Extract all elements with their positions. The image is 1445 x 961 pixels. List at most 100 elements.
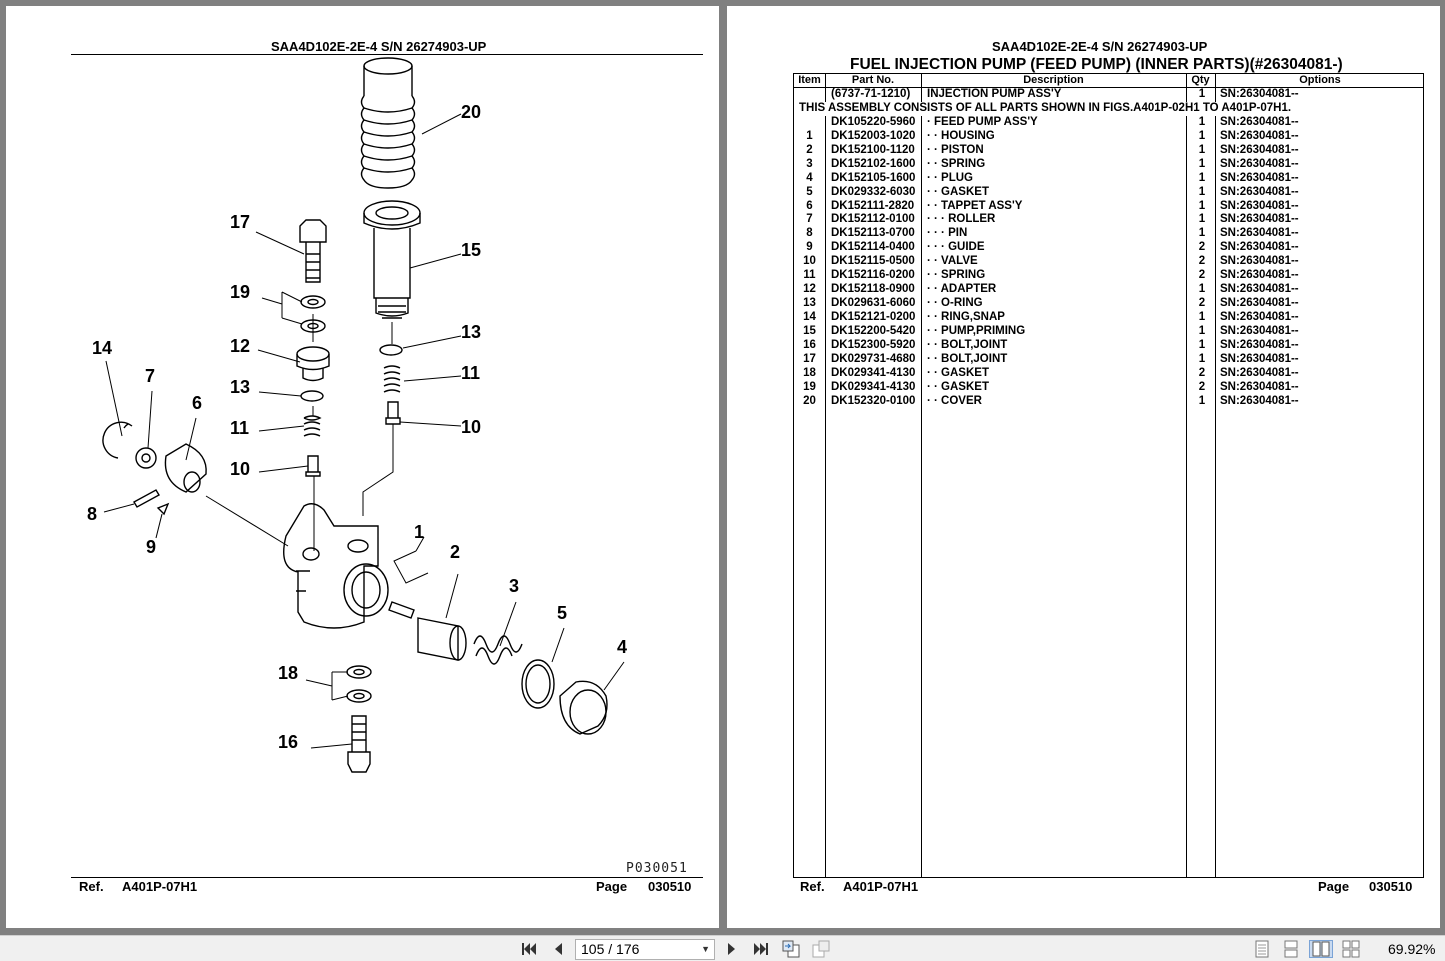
facing-icon[interactable] bbox=[1309, 940, 1333, 958]
qty-cell: 1 bbox=[1198, 88, 1206, 100]
callout-17: 17 bbox=[230, 212, 250, 232]
item-cell: 10 bbox=[803, 255, 816, 268]
right-page-title: SAA4D102E-2E-4 S/N 26274903-UP bbox=[992, 39, 1208, 54]
description-cell: · · ADAPTER bbox=[927, 283, 997, 296]
description-cell: · · · GUIDE bbox=[927, 241, 985, 254]
col-header-description: Description bbox=[1023, 74, 1084, 86]
next-view-icon[interactable] bbox=[811, 940, 831, 958]
options-cell: SN:26304081-- bbox=[1220, 227, 1299, 240]
part-no-cell: DK152100-1120 bbox=[831, 143, 915, 156]
qty-cell: 1 bbox=[1198, 129, 1206, 142]
footer-rule bbox=[71, 877, 703, 878]
part-no-cell: DK152114-0400 bbox=[831, 241, 915, 254]
callout-9: 9 bbox=[146, 537, 156, 557]
col-header-item: Item bbox=[798, 74, 821, 86]
part-no-cell: DK152121-0200 bbox=[831, 311, 916, 323]
description-cell: · · · PIN bbox=[927, 227, 968, 240]
description-cell: · · · ROLLER bbox=[927, 213, 996, 226]
qty-cell: 1 bbox=[1198, 394, 1206, 407]
qty-cell: 1 bbox=[1198, 352, 1206, 365]
table-row-assembly: (6737-71-1210) INJECTION PUMP ASS'Y 1 SN… bbox=[794, 88, 1423, 102]
item-cell: 2 bbox=[806, 143, 813, 156]
options-cell: SN:26304081-- bbox=[1220, 311, 1299, 323]
callout-6: 6 bbox=[192, 393, 202, 413]
part-no-cell: DK152200-5420 bbox=[831, 324, 916, 337]
description-cell: · · COVER bbox=[927, 394, 982, 407]
navigation-toolbar: 105 / 176 ▼ 69.92% bbox=[0, 935, 1445, 961]
item-cell: 1 bbox=[806, 129, 813, 142]
qty-cell: 2 bbox=[1198, 241, 1206, 254]
item-cell: 11 bbox=[803, 269, 816, 282]
item-cell: 9 bbox=[806, 241, 813, 254]
zoom-level[interactable]: 69.92% bbox=[1388, 941, 1436, 957]
bolt-joint-17 bbox=[299, 219, 327, 283]
callout-19: 19 bbox=[230, 282, 250, 302]
cover-part bbox=[360, 57, 416, 189]
part-no-cell: DK152320-0100 bbox=[831, 394, 916, 407]
options-cell: SN:26304081-- bbox=[1220, 352, 1299, 365]
continuous-facing-icon[interactable] bbox=[1341, 940, 1361, 958]
next-page-icon[interactable] bbox=[722, 940, 742, 958]
qty-cell: 1 bbox=[1198, 227, 1206, 240]
description-cell: · · GASKET bbox=[927, 380, 989, 393]
adapter-part bbox=[296, 346, 330, 382]
options-cell: SN:26304081-- bbox=[1220, 283, 1299, 296]
callout-15: 15 bbox=[461, 240, 481, 260]
col-header-qty: Qty bbox=[1191, 74, 1210, 86]
description-cell: · · SPRING bbox=[927, 269, 986, 282]
last-page-icon[interactable] bbox=[751, 940, 771, 958]
page-number-field[interactable]: 105 / 176 ▼ bbox=[575, 939, 715, 960]
exploded-parts-diagram: 20 17 15 19 13 12 14 7 6 13 11 11 10 10 … bbox=[87, 57, 627, 773]
qty-cell: 1 bbox=[1198, 213, 1206, 226]
previous-view-icon[interactable] bbox=[781, 940, 801, 958]
part-no-cell: DK152105-1600 bbox=[831, 171, 916, 184]
callout-14: 14 bbox=[92, 338, 112, 358]
parts-list-page: SAA4D102E-2E-4 S/N 26274903-UP FUEL INJE… bbox=[727, 6, 1440, 928]
options-cell: SN:26304081-- bbox=[1220, 157, 1299, 170]
item-cell: 6 bbox=[806, 199, 813, 212]
item-cell: 14 bbox=[803, 311, 816, 323]
qty-cell: 1 bbox=[1198, 324, 1206, 337]
description-cell: · · PUMP,PRIMING bbox=[927, 324, 1026, 337]
header-rule bbox=[71, 54, 703, 55]
part-no-cell: (6737-71-1210) bbox=[831, 88, 911, 100]
qty-cell: 1 bbox=[1198, 185, 1206, 198]
part-no-cell: DK152113-0700 bbox=[831, 227, 915, 240]
item-cell: 17 bbox=[803, 352, 816, 365]
left-page-title: SAA4D102E-2E-4 S/N 26274903-UP bbox=[271, 39, 487, 54]
page-value-right: 030510 bbox=[1369, 879, 1413, 894]
item-cell: 8 bbox=[806, 227, 813, 240]
part-no-cell: DK029631-6060 bbox=[831, 297, 916, 310]
ref-label: Ref. bbox=[79, 879, 104, 894]
continuous-icon[interactable] bbox=[1281, 940, 1301, 958]
part-no-cell: DK152102-1600 bbox=[831, 157, 916, 170]
description-cell: INJECTION PUMP ASS'Y bbox=[927, 88, 1062, 100]
page-value: 030510 bbox=[648, 879, 692, 894]
options-cell: SN:26304081-- bbox=[1220, 88, 1299, 100]
prev-page-icon[interactable] bbox=[548, 940, 568, 958]
first-page-icon[interactable] bbox=[519, 940, 539, 958]
part-no-cell: DK029341-4130 bbox=[831, 366, 916, 379]
description-cell: · · HOUSING bbox=[927, 129, 995, 142]
ref-label-right: Ref. bbox=[800, 879, 825, 894]
part-no-cell: DK152115-0500 bbox=[831, 255, 915, 268]
chevron-down-icon[interactable]: ▼ bbox=[701, 944, 710, 954]
col-header-options: Options bbox=[1299, 74, 1341, 86]
part-no-cell: DK029332-6030 bbox=[831, 185, 916, 198]
document-viewport[interactable]: SAA4D102E-2E-4 S/N 26274903-UP bbox=[0, 0, 1445, 935]
part-no-cell: DK152003-1020 bbox=[831, 129, 916, 142]
callout-7: 7 bbox=[145, 366, 155, 386]
qty-cell: 1 bbox=[1198, 143, 1206, 156]
qty-cell: 2 bbox=[1198, 297, 1206, 310]
item-cell: 15 bbox=[803, 324, 816, 337]
single-page-icon[interactable] bbox=[1252, 940, 1272, 958]
qty-cell: 1 bbox=[1198, 115, 1206, 128]
